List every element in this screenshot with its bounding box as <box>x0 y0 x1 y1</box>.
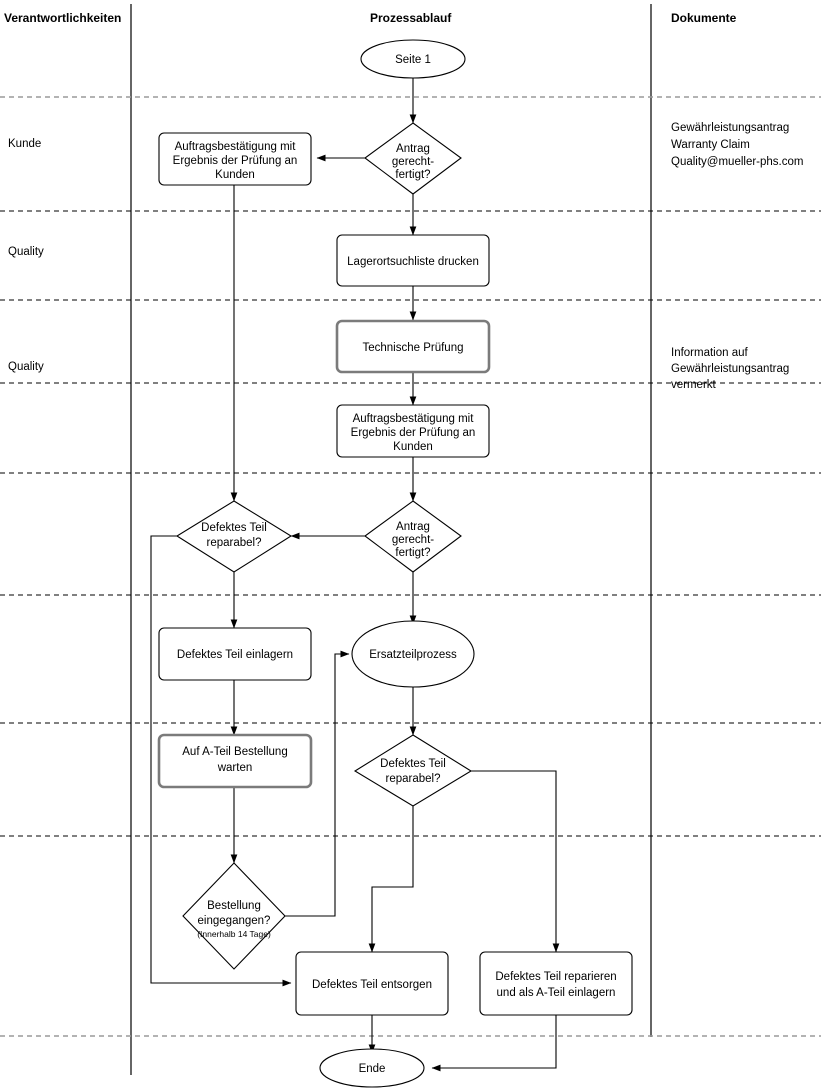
defektes-teil-reparieren-box <box>479 951 633 1016</box>
node-decision-bestellung-eingegangen[interactable]: Bestellung eingegangen? (Innerhalb 14 Ta… <box>182 862 286 970</box>
document-note-warranty-line-2: Warranty Claim <box>671 139 750 151</box>
auf-a-teil-bestellung-warten-box <box>157 733 313 789</box>
connector-reparabel2-to-reparieren <box>471 770 560 953</box>
connector-reparabel2-to-entsorgen <box>368 806 414 953</box>
defektes-teil-einlagern-box <box>158 627 312 681</box>
node-auftragsbestaetigung-2[interactable]: Auftragsbestätigung mit Ergebnis der Prü… <box>336 404 490 458</box>
decision-bestellung-note: (Innerhalb 14 Tage) <box>197 929 271 939</box>
node-technische-pruefung[interactable]: Technische Prüfung <box>335 319 491 374</box>
decision-antrag-2-diamond <box>364 500 462 573</box>
defektes-teil-entsorgen-box <box>295 951 449 1016</box>
node-decision-defektes-teil-reparabel-1[interactable]: Defektes Teil reparabel? <box>175 500 293 573</box>
defektes-teil-reparieren-line-1: Defektes Teil reparieren <box>495 971 616 983</box>
decision-antrag-1-line-2: gerecht- <box>392 156 434 168</box>
auf-a-teil-bestellung-warten-line-1: Auf A-Teil Bestellung <box>182 746 287 758</box>
ersatzteilprozess-ellipse <box>351 620 475 688</box>
start-ellipse <box>360 39 466 79</box>
auftragsbestaetigung-2-line-3: Kunden <box>393 441 433 453</box>
node-decision-antrag-1[interactable]: Antrag gerecht- fertigt? <box>364 122 462 195</box>
lagerortsuchliste-drucken-box <box>336 234 490 287</box>
decision-antrag-1-diamond <box>364 122 462 195</box>
document-note-information-line-3: vermerkt <box>671 379 717 391</box>
end-label: Ende <box>359 1063 386 1075</box>
column-header-responsibilities: Verantwortlichkeiten <box>4 11 121 25</box>
lane-label-kunde: Kunde <box>8 138 41 150</box>
node-auftragsbestaetigung-1[interactable]: Auftragsbestätigung mit Ergebnis der Prü… <box>158 132 312 186</box>
document-note-warranty: Gewährleistungsantrag Warranty Claim Qua… <box>671 122 803 168</box>
connector-bestellung-to-ersatzteilprozess <box>285 650 350 917</box>
document-note-warranty-line-1: Gewährleistungsantrag <box>671 122 789 134</box>
decision-reparabel-1-line-1: Defektes Teil <box>201 522 267 534</box>
decision-bestellung-line-1: Bestellung <box>207 900 261 912</box>
node-start[interactable]: Seite 1 <box>360 39 466 79</box>
node-decision-antrag-2[interactable]: Antrag gerecht- fertigt? <box>364 500 462 573</box>
start-label: Seite 1 <box>395 54 431 66</box>
auftragsbestaetigung-2-line-1: Auftragsbestätigung mit <box>353 413 475 425</box>
auftragsbestaetigung-1-box <box>158 132 312 186</box>
connector-reparieren-to-ende <box>431 1015 557 1072</box>
node-ersatzteilprozess[interactable]: Ersatzteilprozess <box>351 620 475 688</box>
decision-antrag-2-line-1: Antrag <box>396 521 430 533</box>
decision-antrag-2-line-2: gerecht- <box>392 534 434 546</box>
node-end[interactable]: Ende <box>319 1048 425 1088</box>
decision-bestellung-diamond <box>182 862 286 970</box>
node-decision-defektes-teil-reparabel-2[interactable]: Defektes Teil reparabel? <box>353 734 473 807</box>
technische-pruefung-label: Technische Prüfung <box>362 342 463 354</box>
document-note-warranty-line-3: Quality@mueller-phs.com <box>671 156 803 168</box>
end-ellipse <box>319 1048 425 1088</box>
decision-reparabel-2-line-1: Defektes Teil <box>380 758 446 770</box>
document-note-information-line-2: Gewährleistungsantrag <box>671 363 789 375</box>
lane-label-quality-2: Quality <box>8 361 44 373</box>
decision-reparabel-2-diamond <box>353 734 473 807</box>
auftragsbestaetigung-1-line-1: Auftragsbestätigung mit <box>175 141 297 153</box>
document-note-information-line-1: Information auf <box>671 347 749 359</box>
column-header-process: Prozessablauf <box>370 11 452 25</box>
column-header-documents: Dokumente <box>671 11 737 25</box>
node-defektes-teil-einlagern[interactable]: Defektes Teil einlagern <box>158 627 312 681</box>
technische-pruefung-box <box>335 319 491 374</box>
document-note-information: Information auf Gewährleistungsantrag ve… <box>671 347 789 391</box>
defektes-teil-einlagern-label: Defektes Teil einlagern <box>177 649 293 661</box>
decision-antrag-1-line-3: fertigt? <box>395 169 430 181</box>
node-defektes-teil-entsorgen[interactable]: Defektes Teil entsorgen <box>295 951 449 1016</box>
lane-label-quality-1: Quality <box>8 246 44 258</box>
decision-antrag-2-line-3: fertigt? <box>395 547 430 559</box>
ersatzteilprozess-label: Ersatzteilprozess <box>369 649 457 661</box>
connector-reparabel1-to-entsorgen <box>150 535 292 987</box>
node-defektes-teil-reparieren[interactable]: Defektes Teil reparieren und als A-Teil … <box>479 951 633 1016</box>
decision-reparabel-1-line-2: reparabel? <box>207 537 262 549</box>
auftragsbestaetigung-2-line-2: Ergebnis der Prüfung an <box>351 427 476 439</box>
auf-a-teil-bestellung-warten-line-2: warten <box>217 762 253 774</box>
decision-reparabel-1-diamond <box>175 500 293 573</box>
decision-antrag-1-line-1: Antrag <box>396 143 430 155</box>
decision-reparabel-2-line-2: reparabel? <box>386 773 441 785</box>
lagerortsuchliste-drucken-label: Lagerortsuchliste drucken <box>347 256 479 268</box>
auftragsbestaetigung-1-line-3: Kunden <box>215 169 255 181</box>
defektes-teil-entsorgen-label: Defektes Teil entsorgen <box>312 979 432 991</box>
decision-bestellung-line-2: eingegangen? <box>198 915 271 927</box>
node-auf-a-teil-bestellung-warten[interactable]: Auf A-Teil Bestellung warten <box>157 733 313 789</box>
node-lagerortsuchliste-drucken[interactable]: Lagerortsuchliste drucken <box>336 234 490 287</box>
auftragsbestaetigung-2-box <box>336 404 490 458</box>
defektes-teil-reparieren-line-2: und als A-Teil einlagern <box>497 987 616 999</box>
auftragsbestaetigung-1-line-2: Ergebnis der Prüfung an <box>173 155 298 167</box>
